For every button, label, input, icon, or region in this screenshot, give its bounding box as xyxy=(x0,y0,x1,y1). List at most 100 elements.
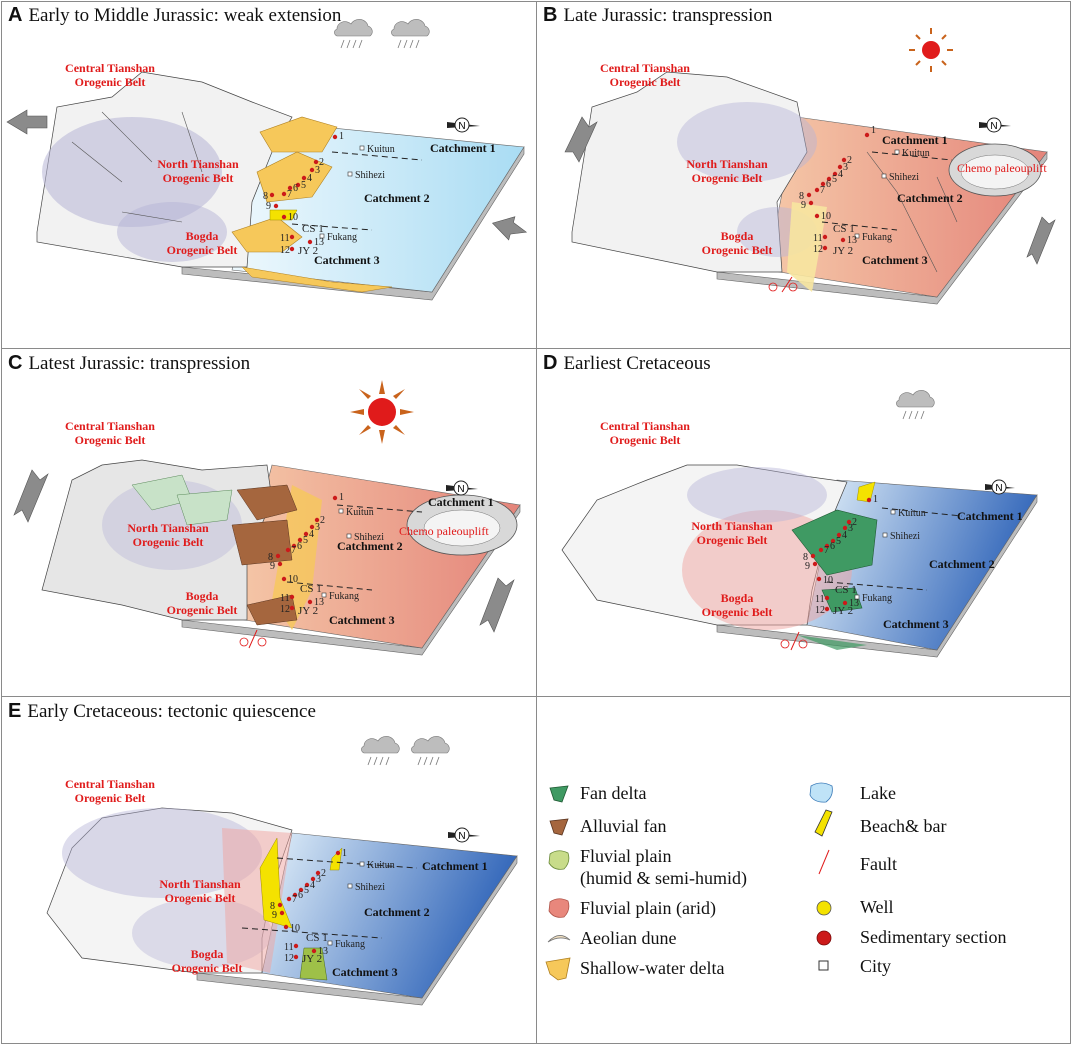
bogda-label-2: Orogenic Belt xyxy=(172,961,243,975)
catchment-1-label: Catchment 1 xyxy=(428,495,494,509)
svg-text:7: 7 xyxy=(820,185,825,196)
beach-bar-icon xyxy=(814,809,833,837)
panel-a-diagram: Central Tianshan Orogenic Belt North Tia… xyxy=(6,19,528,301)
svg-text:6: 6 xyxy=(298,890,303,901)
svg-text:8: 8 xyxy=(263,191,268,202)
legend-city: City xyxy=(860,956,892,976)
svg-text:1: 1 xyxy=(339,492,344,503)
fluvial-plain-arid-icon xyxy=(548,898,570,918)
svg-text:7: 7 xyxy=(291,545,296,556)
svg-text:13: 13 xyxy=(847,235,857,246)
panel-d-title-text: Earliest Cretaceous xyxy=(563,353,711,374)
north-tianshan-label: North Tianshan xyxy=(691,519,773,533)
catchment-2-label: Catchment 2 xyxy=(364,905,430,919)
fukang-label: Fukang xyxy=(862,232,892,243)
shallow-water-delta xyxy=(241,266,393,293)
shihezi-label: Shihezi xyxy=(354,532,384,543)
legend-beach-bar: Beach& bar xyxy=(860,816,947,836)
bogda-label-2: Orogenic Belt xyxy=(702,605,773,619)
fukang-label: Fukang xyxy=(335,939,365,950)
fan-delta-icon xyxy=(549,785,569,803)
sedimentary-sections: 1 2 3 4 5 6 7 8 9 10 11 12 13 xyxy=(799,125,876,255)
legend: Fan delta Alluvial fan Fluvial plain (hu… xyxy=(540,700,1070,1044)
svg-text:8: 8 xyxy=(268,552,273,563)
svg-text:3: 3 xyxy=(316,874,321,885)
svg-text:5: 5 xyxy=(303,535,308,546)
sedimentary-sections: 1 2 3 4 5 6 7 8 9 10 11 12 13 xyxy=(268,492,344,615)
shihezi-label: Shihezi xyxy=(355,170,385,181)
svg-text:4: 4 xyxy=(310,880,315,891)
lake-icon xyxy=(809,782,833,803)
alluvial-fan xyxy=(246,594,298,626)
sedimentary-section-icon xyxy=(816,930,832,946)
svg-text:N: N xyxy=(457,484,464,495)
svg-text:6: 6 xyxy=(293,183,298,194)
kuitun-label: Kuitun xyxy=(367,144,395,155)
catchment-2-label: Catchment 2 xyxy=(337,539,403,553)
jy2-label: JY 2 xyxy=(833,245,853,257)
svg-text:12: 12 xyxy=(284,953,294,964)
central-tianshan-label: Central Tianshan xyxy=(65,777,155,791)
north-arrow-icon: N xyxy=(985,479,1015,495)
mountain-shade xyxy=(117,202,227,262)
panel-a-letter: A xyxy=(8,4,23,26)
cs1-label: CS 1 xyxy=(833,223,855,235)
jy2-label: JY 2 xyxy=(298,605,318,617)
catchment-3-label: Catchment 3 xyxy=(883,617,949,631)
svg-text:10: 10 xyxy=(288,212,298,223)
cs1-label: CS 1 xyxy=(300,583,322,595)
north-tianshan-label: North Tianshan xyxy=(686,157,768,171)
city-icon xyxy=(359,145,365,151)
fault-motion-icon xyxy=(768,282,778,292)
svg-text:10: 10 xyxy=(288,574,298,585)
bogda-label-2: Orogenic Belt xyxy=(167,603,238,617)
alluvial-fan xyxy=(236,484,298,521)
cs1-label: CS 1 xyxy=(835,584,857,596)
transpression-arrow-icon xyxy=(13,469,49,523)
shallow-water-delta xyxy=(787,202,827,292)
svg-text:4: 4 xyxy=(838,169,843,180)
panel-divider-horizontal-1 xyxy=(1,348,1071,349)
legend-fault: Fault xyxy=(860,854,898,874)
bogda-label: Bogda xyxy=(186,589,219,603)
jy2-label: JY 2 xyxy=(298,245,318,257)
svg-text:13: 13 xyxy=(314,237,324,248)
svg-text:9: 9 xyxy=(266,201,271,212)
svg-text:11: 11 xyxy=(284,942,294,953)
catchment-3-label: Catchment 3 xyxy=(314,253,380,267)
panel-b-title-text: Late Jurassic: transpression xyxy=(563,5,773,26)
svg-text:7: 7 xyxy=(292,894,297,905)
beach-bar xyxy=(259,837,293,929)
sedimentary-sections: 1 2 3 4 5 6 7 8 9 10 11 12 13 xyxy=(803,494,878,616)
bogda-label-2: Orogenic Belt xyxy=(702,243,773,257)
chemo-paleouplift-label: Chemo paleouplift xyxy=(957,161,1047,175)
fluvial-plain-humid xyxy=(299,947,328,981)
sun-icon xyxy=(909,28,953,72)
svg-text:12: 12 xyxy=(280,245,290,256)
legend-fluvial-plain-humid-note: (humid & semi-humid) xyxy=(580,868,747,888)
shallow-water-delta-icon xyxy=(545,957,571,981)
shihezi-label: Shihezi xyxy=(889,172,919,183)
svg-text:10: 10 xyxy=(821,211,831,222)
svg-text:9: 9 xyxy=(270,561,275,572)
fault-icon xyxy=(790,631,800,651)
rain-cloud-icon xyxy=(334,19,430,37)
svg-text:3: 3 xyxy=(843,162,848,173)
fault-icon xyxy=(781,276,793,293)
north-tianshan-label: North Tianshan xyxy=(159,877,241,891)
shihezi-label: Shihezi xyxy=(890,531,920,542)
central-tianshan-label: Central Tianshan xyxy=(65,419,155,433)
svg-text:2: 2 xyxy=(319,157,324,168)
svg-text:7: 7 xyxy=(824,545,829,556)
panel-e-diagram: Central Tianshan Orogenic Belt North Tia… xyxy=(46,736,518,1006)
legend-aeolian-dune: Aeolian dune xyxy=(580,928,677,948)
svg-text:4: 4 xyxy=(309,529,314,540)
svg-text:6: 6 xyxy=(297,541,302,552)
fukang-label: Fukang xyxy=(327,232,357,243)
panel-c-diagram: Central Tianshan Orogenic Belt North Tia… xyxy=(13,380,521,656)
extension-arrow-icon xyxy=(491,216,528,241)
rain-cloud-icon xyxy=(896,390,935,420)
